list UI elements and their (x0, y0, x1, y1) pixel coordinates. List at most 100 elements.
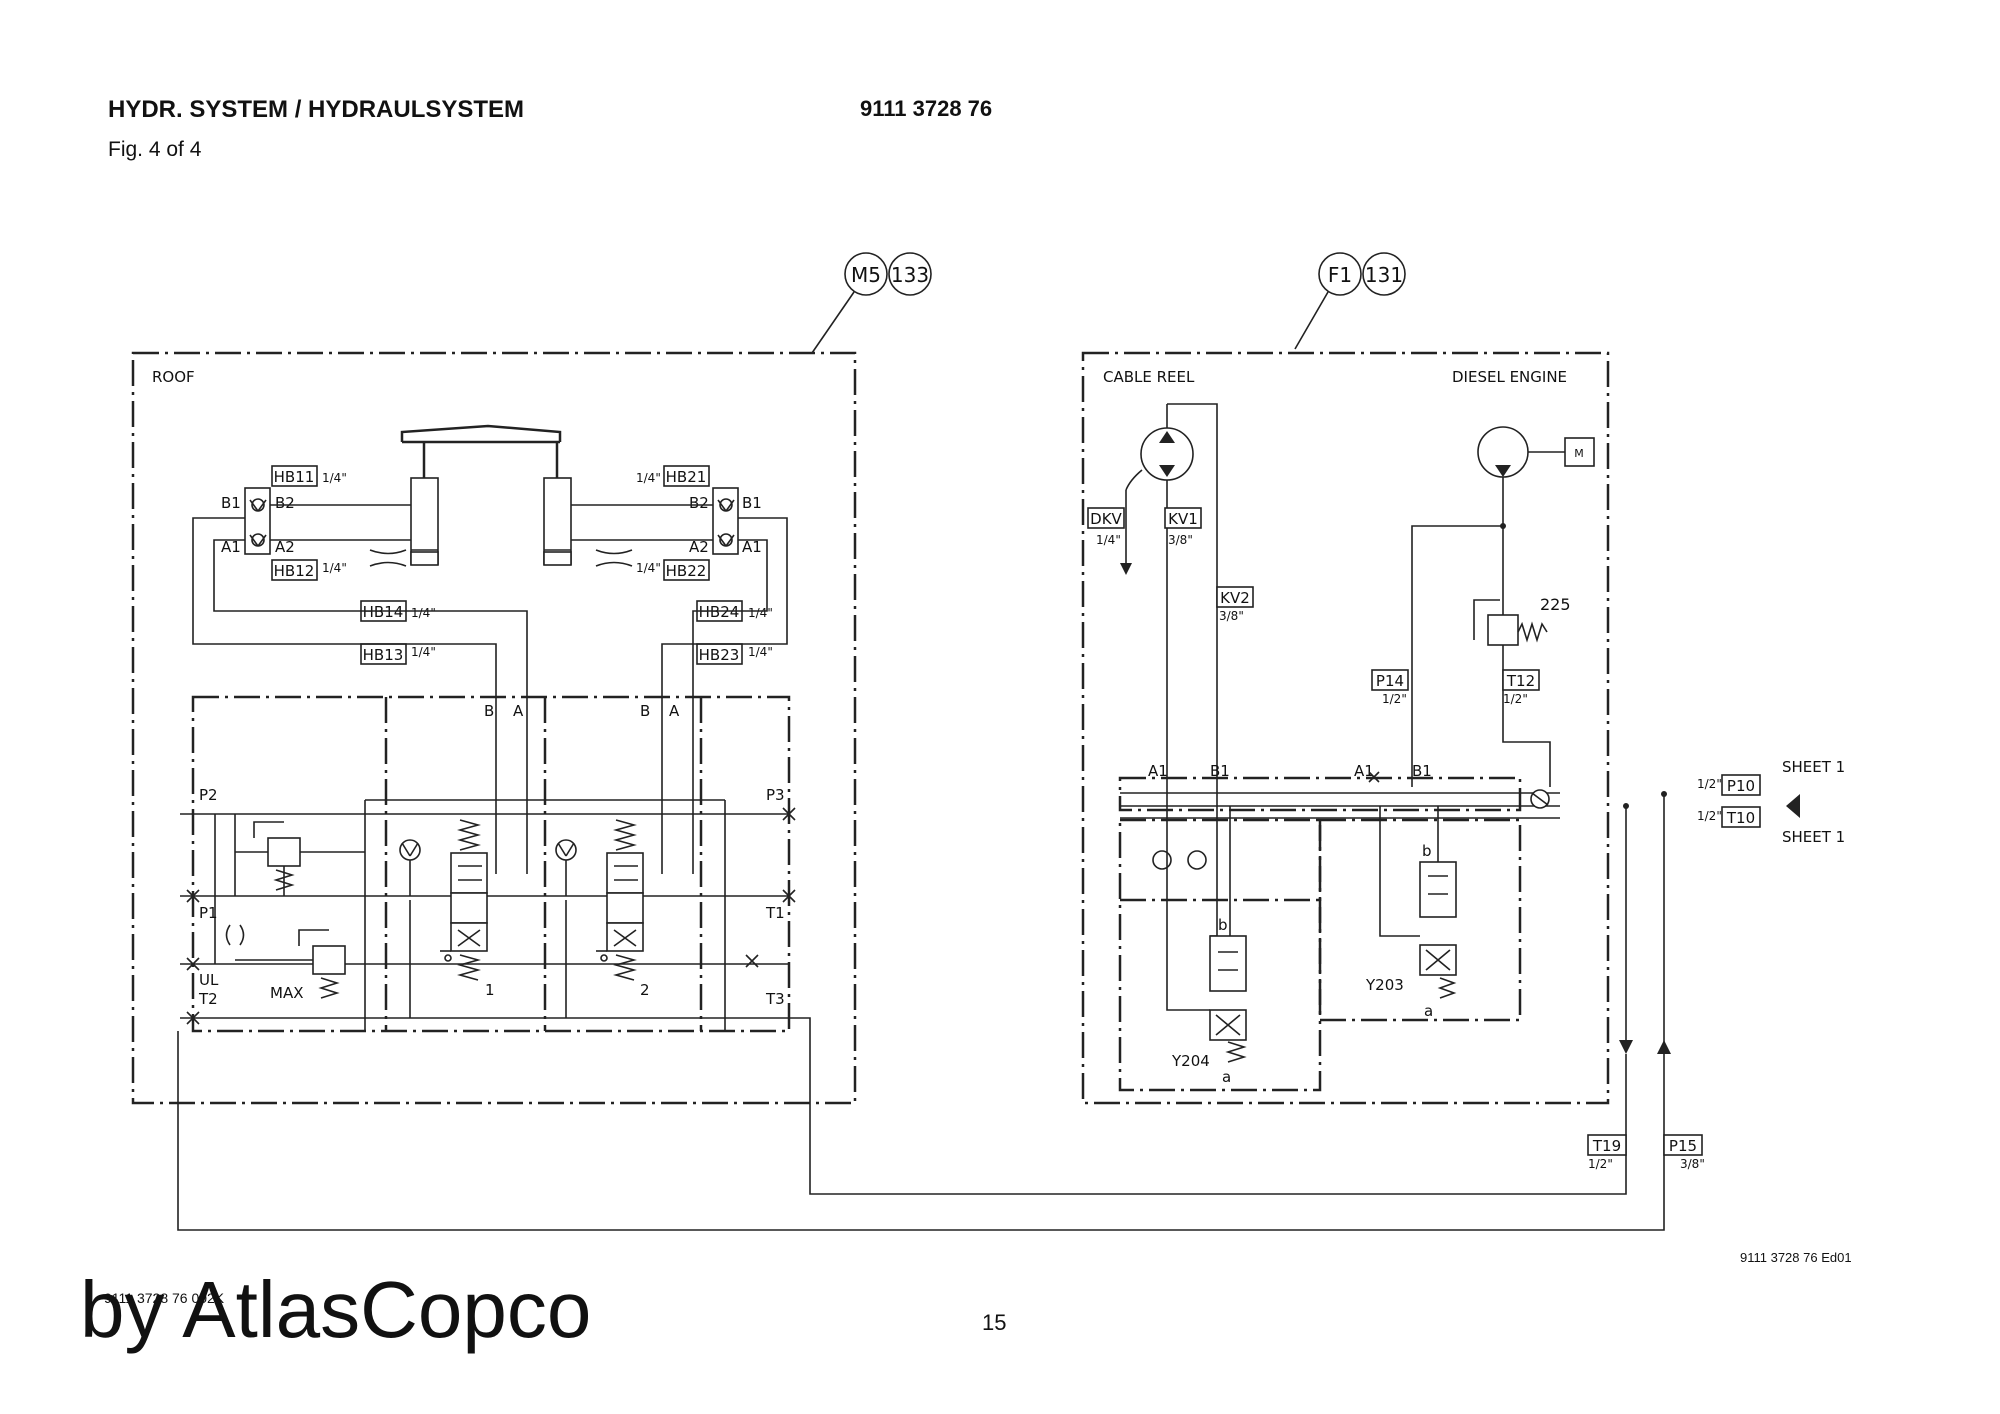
brand-watermark: by AtlasCopco (80, 1265, 592, 1354)
svg-text:A: A (669, 702, 680, 720)
svg-text:T19: T19 (1592, 1137, 1621, 1155)
svg-text:B1: B1 (1210, 762, 1230, 780)
svg-text:DIESEL ENGINE: DIESEL ENGINE (1452, 368, 1567, 386)
svg-text:P15: P15 (1669, 1137, 1697, 1155)
hose-label-kv2: KV2 3/8" (1216, 586, 1254, 623)
svg-text:KV1: KV1 (1168, 510, 1198, 528)
edition-label: 9111 3728 76 Ed01 (1740, 1250, 1852, 1265)
svg-text:HB23: HB23 (699, 646, 740, 664)
page-number: 15 (982, 1310, 1007, 1335)
svg-text:Y203: Y203 (1365, 976, 1404, 994)
document-number: 9111 3728 76 (860, 96, 993, 121)
relief-valve-225: 225 (1473, 595, 1571, 787)
hose-label-dkv: DKV 1/4" (1087, 507, 1125, 547)
svg-text:1: 1 (485, 981, 495, 999)
svg-text:B2: B2 (689, 494, 709, 512)
svg-text:SHEET 1: SHEET 1 (1782, 828, 1845, 846)
hose-label-hb21: HB21 1/4" (636, 465, 710, 487)
check-valve-block-right: B2 A2 B1 A1 (571, 487, 762, 556)
engine-zone: CABLE REEL DIESEL ENGINE (1081, 351, 1610, 1105)
directional-valve-section-2 (555, 819, 644, 981)
port-plugs-left (186, 807, 796, 1025)
svg-text:P3: P3 (766, 786, 785, 804)
figure-label: Fig. 4 of 4 (108, 138, 202, 161)
roof-cylinder-left (410, 477, 439, 566)
svg-text:3/8": 3/8" (1680, 1157, 1705, 1171)
svg-text:1/4": 1/4" (636, 471, 661, 485)
svg-text:T12: T12 (1506, 672, 1535, 690)
svg-text:ROOF: ROOF (152, 368, 195, 386)
svg-text:P10: P10 (1727, 777, 1755, 795)
svg-text:HB22: HB22 (666, 562, 707, 580)
svg-text:1/2": 1/2" (1503, 692, 1528, 706)
svg-text:HB12: HB12 (274, 562, 315, 580)
svg-text:HB24: HB24 (699, 603, 740, 621)
svg-text:A2: A2 (689, 538, 709, 556)
sheet-connection-t10: T10 1/2" SHEET 1 (1697, 806, 1845, 846)
hose-label-hb11: HB11 1/4" (271, 465, 347, 487)
svg-text:P1: P1 (199, 904, 218, 922)
svg-text:1/4": 1/4" (411, 645, 436, 659)
svg-text:A1: A1 (742, 538, 762, 556)
manifold-left: B A B A P2 P3 P1 T1 UL T2 T3 MAX 1 2 (180, 695, 791, 1033)
svg-text:1/2": 1/2" (1697, 777, 1722, 791)
svg-text:1/4": 1/4" (748, 606, 773, 620)
hose-label-hb23: HB23 1/4" (696, 643, 773, 665)
diesel-engine-pump: M (1411, 426, 1595, 787)
svg-text:HB21: HB21 (666, 468, 707, 486)
svg-text:a: a (1222, 1068, 1231, 1086)
svg-text:MAX: MAX (270, 984, 303, 1002)
svg-text:DKV: DKV (1090, 510, 1122, 528)
svg-text:1/4": 1/4" (636, 561, 661, 575)
roof-hose-lines (192, 517, 788, 874)
orifice-ul (225, 924, 245, 946)
hose-label-t19: T19 1/2" (1587, 1134, 1627, 1171)
hose-label-hb22: HB22 1/4" (636, 559, 710, 581)
svg-text:HB13: HB13 (363, 646, 404, 664)
svg-text:A: A (513, 702, 524, 720)
svg-text:3/8": 3/8" (1168, 533, 1193, 547)
svg-text:1/4": 1/4" (748, 645, 773, 659)
svg-text:1/2": 1/2" (1382, 692, 1407, 706)
svg-text:a: a (1424, 1002, 1433, 1020)
svg-text:b: b (1218, 916, 1228, 934)
hose-label-p14: P14 1/2" (1371, 669, 1409, 706)
svg-text:HB14: HB14 (363, 603, 404, 621)
relief-valve-max (235, 929, 346, 999)
svg-text:B1: B1 (742, 494, 762, 512)
roof-cylinder-right (543, 477, 572, 566)
balloon-f1-131: F1 131 (1294, 252, 1406, 350)
svg-text:CABLE REEL: CABLE REEL (1103, 368, 1195, 386)
document-title: HYDR. SYSTEM / HYDRAULSYSTEM (108, 96, 525, 123)
svg-text:1/4": 1/4" (1096, 533, 1121, 547)
svg-text:HB11: HB11 (274, 468, 315, 486)
hose-label-p15: P15 3/8" (1663, 1134, 1705, 1171)
svg-text:Y204: Y204 (1171, 1052, 1210, 1070)
svg-text:SHEET 1: SHEET 1 (1782, 758, 1845, 776)
hose-label-hb13: HB13 1/4" (360, 643, 436, 665)
hose-label-kv1: KV1 3/8" (1164, 507, 1202, 547)
valve-y203: b a Y203 (1365, 806, 1457, 1020)
balloon-m5-133: M5 133 (811, 252, 932, 354)
directional-valve-section-1 (399, 819, 488, 981)
svg-text:1/4": 1/4" (322, 561, 347, 575)
svg-text:B2: B2 (275, 494, 295, 512)
svg-text:133: 133 (891, 263, 929, 287)
hose-label-hb24: HB24 1/4" (696, 600, 773, 622)
svg-text:b: b (1422, 842, 1432, 860)
hose-label-t12: T12 1/2" (1502, 669, 1540, 706)
svg-text:A1: A1 (1354, 762, 1374, 780)
svg-text:3/8": 3/8" (1219, 609, 1244, 623)
throttle-symbols (369, 549, 633, 567)
svg-text:1/4": 1/4" (322, 471, 347, 485)
roof-canopy (400, 424, 562, 478)
svg-text:A1: A1 (1148, 762, 1168, 780)
svg-text:2: 2 (640, 981, 650, 999)
svg-text:T1: T1 (765, 904, 785, 922)
svg-text:P2: P2 (199, 786, 218, 804)
sheet-connection-p10: P10 1/2" SHEET 1 (1697, 758, 1845, 806)
svg-text:M: M (1574, 447, 1584, 460)
svg-text:UL: UL (199, 971, 219, 989)
svg-text:T10: T10 (1726, 809, 1755, 827)
